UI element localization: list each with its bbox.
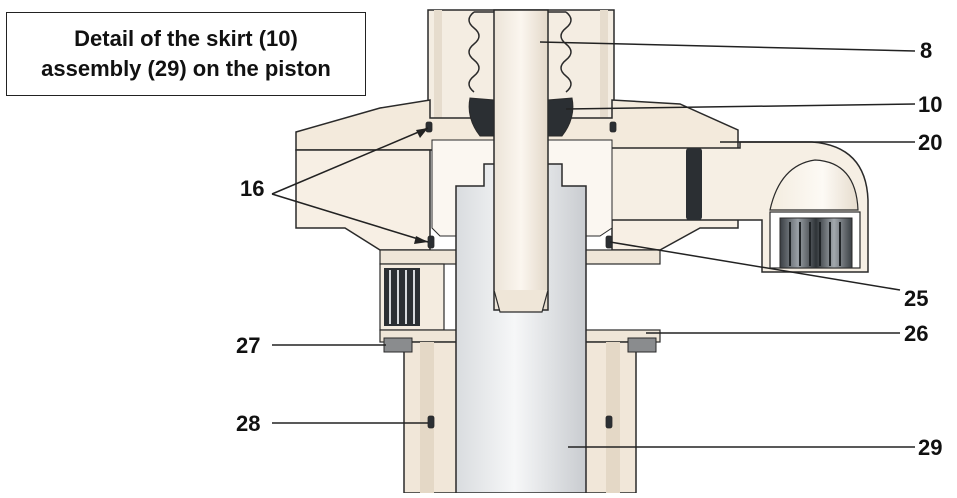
- callout-26: 26: [904, 321, 929, 346]
- o-rings: [425, 121, 617, 429]
- title-box: Detail of the skirt (10) assembly (29) o…: [6, 12, 366, 96]
- callout-20: 20: [918, 130, 943, 155]
- callout-10: 10: [918, 92, 943, 117]
- callout-8: 8: [920, 38, 933, 63]
- callout-16: 16: [240, 176, 265, 201]
- left-nut: [379, 263, 445, 331]
- callout-29: 29: [918, 435, 943, 460]
- callout-28: 28: [236, 411, 261, 436]
- leader-arrowheads: [414, 128, 428, 244]
- piston-shaft: [493, 9, 549, 313]
- callout-27: 27: [236, 333, 261, 358]
- leader-lines: [271, 41, 916, 448]
- spring: [468, 11, 572, 93]
- title-line-1: Detail of the skirt (10): [74, 26, 298, 51]
- skirt-seal: [468, 97, 574, 137]
- callout-25: 25: [904, 286, 929, 311]
- title-line-2: assembly (29) on the piston: [41, 56, 331, 81]
